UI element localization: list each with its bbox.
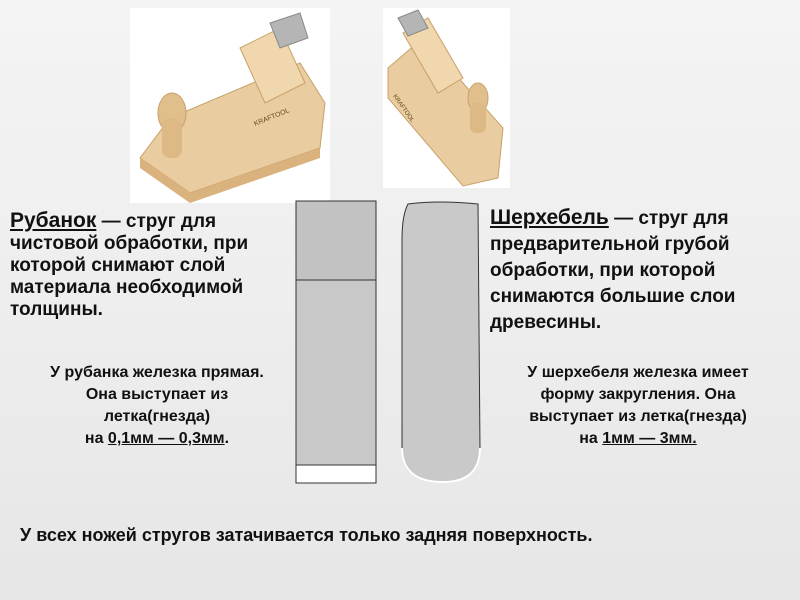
- rubanok-plane-image: KRAFTOOL: [130, 8, 330, 203]
- sherhebel-note-line1: У шерхебеля железка имеет: [527, 364, 749, 381]
- rubanok-term: Рубанок: [10, 209, 97, 232]
- rubanok-note-line2: Она выступает из: [85, 386, 229, 403]
- rubanok-definition-text: — струг для чистовой обработки, при кото…: [10, 211, 249, 320]
- rubanok-note-line1: У рубанка железка прямая.: [50, 364, 264, 381]
- sherhebel-plane-image: KRAFTOOL: [383, 8, 510, 188]
- rubanok-note-prefix: на: [84, 430, 108, 447]
- rubanok-note-line3: летка(гнезда): [103, 408, 211, 425]
- sharpening-statement: У всех ножей стругов затачивается только…: [20, 525, 593, 545]
- straight-blade-diagram: [295, 200, 377, 484]
- rubanok-note-suffix: .: [224, 430, 230, 447]
- sherhebel-note-line3: выступает из летка(гнезда): [529, 408, 747, 425]
- sherhebel-note: У шерхебеля железка имеет форму закругле…: [488, 362, 788, 450]
- rounded-blade-diagram: [401, 201, 481, 484]
- sherhebel-term: Шерхебель: [490, 206, 609, 229]
- rubanok-note-line4: на 0,1мм — 0,3мм.: [12, 428, 302, 450]
- rubanok-definition: Рубанок — струг для чистовой обработки, …: [10, 210, 300, 321]
- rubanok-note-value: 0,1мм — 0,3мм: [107, 430, 225, 447]
- sherhebel-definition: Шерхебель — струг для предварительной гр…: [490, 205, 790, 336]
- sherhebel-note-value: 1мм — 3мм.: [602, 430, 697, 447]
- rubanok-note: У рубанка железка прямая. Она выступает …: [12, 362, 302, 450]
- sherhebel-definition-text: — струг для предварительной грубой обраб…: [490, 208, 736, 333]
- sherhebel-note-line2: форму закругления. Она: [540, 386, 736, 403]
- sherhebel-note-line4: на 1мм — 3мм.: [488, 428, 788, 450]
- sherhebel-note-prefix: на: [579, 430, 603, 447]
